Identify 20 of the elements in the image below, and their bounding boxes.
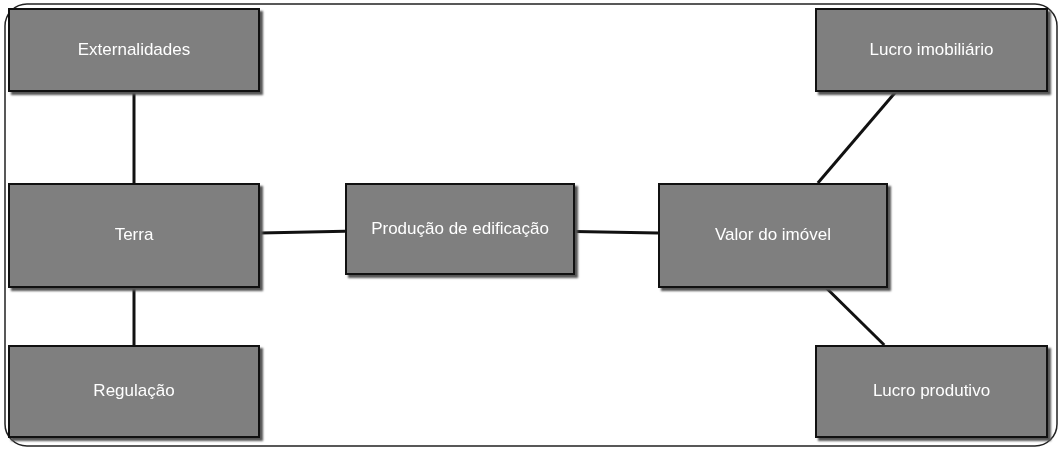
process-box xyxy=(8,345,260,438)
box-label: Externalidades xyxy=(76,39,192,61)
connector-line xyxy=(259,229,346,235)
process-box xyxy=(815,345,1048,438)
process-box xyxy=(658,183,888,288)
box-label: Lucro produtivo xyxy=(871,381,992,402)
box-label: Regulação xyxy=(92,381,176,402)
connector-line xyxy=(132,92,136,183)
box-label: Terra xyxy=(113,225,155,246)
box-label: Valor do imóvel xyxy=(714,225,832,246)
box-label: Lucro imobiliário xyxy=(868,39,995,61)
connector-line xyxy=(132,288,136,345)
box-label: Produção de edificação xyxy=(370,218,550,240)
process-box xyxy=(815,8,1048,92)
connector-line xyxy=(825,286,886,347)
process-box xyxy=(345,183,575,275)
connector-line xyxy=(816,91,897,184)
connector-line xyxy=(574,229,659,235)
process-box xyxy=(8,8,260,92)
process-box xyxy=(8,183,260,288)
